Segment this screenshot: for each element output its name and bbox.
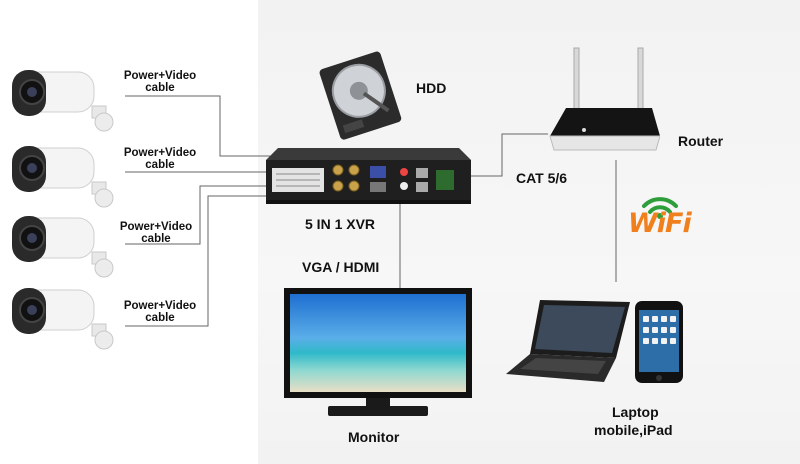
xvr-label: 5 IN 1 XVR	[305, 216, 376, 232]
wifi-label: WiFi	[628, 208, 692, 239]
wifi-icon	[642, 197, 678, 219]
cable-label-3: Power+Video cable	[119, 221, 193, 245]
bullet-camera-4	[12, 288, 114, 350]
hdd-icon	[319, 51, 402, 140]
router-icon	[549, 47, 660, 151]
cable-line-1	[125, 95, 270, 157]
bullet-camera-1	[12, 70, 114, 132]
xvr-device-icon	[266, 148, 471, 204]
laptop-label: Laptop	[612, 404, 659, 420]
cat-line	[468, 133, 548, 177]
cable-label-4: Power+Video cable	[123, 300, 197, 324]
cable-line-4	[125, 195, 270, 327]
router-label: Router	[678, 133, 724, 149]
hdd-label: HDD	[416, 80, 447, 96]
laptop-icon	[506, 300, 630, 382]
smartphone-icon	[635, 301, 683, 383]
monitor-icon	[284, 288, 472, 416]
cable-line-3	[125, 185, 270, 245]
mobile-ipad-label: mobile,iPad	[594, 422, 673, 438]
vga-hdmi-label: VGA / HDMI	[302, 259, 380, 275]
cable-label-2: Power+Video cable	[123, 147, 197, 171]
monitor-label: Monitor	[348, 429, 400, 445]
cable-label-1: Power+Video cable	[123, 70, 197, 94]
cat-label: CAT 5/6	[516, 170, 568, 186]
bullet-camera-3	[12, 216, 114, 278]
bullet-camera-2	[12, 146, 114, 208]
